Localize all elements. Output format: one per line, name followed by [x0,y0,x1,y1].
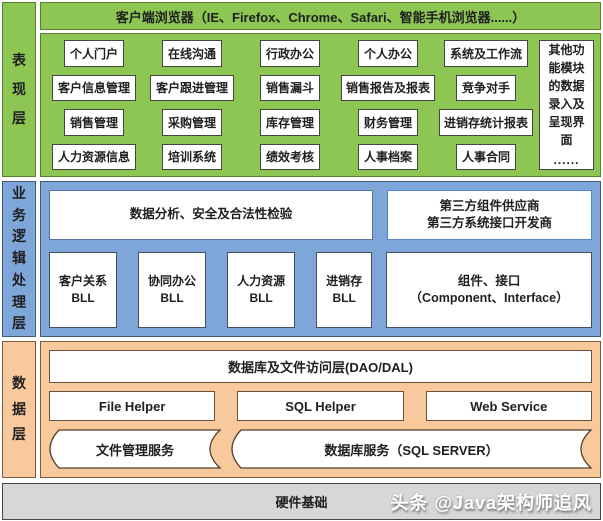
module-box: 绩效考核 [259,143,320,170]
sql-helper-box: SQL Helper [237,391,404,421]
dao-dal-bar: 数据库及文件访问层(DAO/DAL) [49,350,592,383]
module-box: 个人办公 [357,40,418,67]
module-box: 采购管理 [161,109,222,136]
module-box: 行政办公 [259,40,320,67]
data-validation-box: 数据分析、安全及合法性检验 [49,190,373,240]
data-layer-main: 数据库及文件访问层(DAO/DAL) File Helper SQL Helpe… [40,341,601,478]
bll-box: 人力资源 BLL [227,252,296,328]
component-line2: （Component、Interface） [409,291,569,305]
module-box: 人事档案 [357,143,418,170]
presentation-modules-panel: 个人门户 在线沟通 行政办公 个人办公 系统及工作流 客户信息管理 客户跟进管理… [40,33,601,177]
stored-data-shape-outline [231,429,593,469]
hardware-base-label: 硬件基础 [275,495,328,510]
file-service-label: 文件管理服务 [95,442,174,458]
module-box: 培训系统 [161,143,222,170]
module-box: 销售漏斗 [259,74,320,101]
module-box: 进销存统计报表 [439,109,533,136]
module-box: 竞争对手 [455,74,516,101]
module-box: 个人门户 [63,40,124,67]
db-service-stored-data-shape: 数据库服务（SQL SERVER） [231,429,593,469]
bll-box: 进销存 BLL [316,252,373,328]
watermark: 头条 @Java架构师追风 [390,492,592,513]
data-layer-panel: 数据库及文件访问层(DAO/DAL) File Helper SQL Helpe… [40,341,601,478]
other-modules-ellipsis: ...... [553,153,580,167]
module-box: 销售管理 [63,109,124,136]
stored-data-shape-outline [49,429,222,469]
third-party-line2: 第三方系统接口开发商 [426,216,552,230]
module-box: 库存管理 [259,109,320,136]
module-box: 客户跟进管理 [149,74,234,101]
module-box: 客户信息管理 [51,74,136,101]
business-logic-panel: 数据分析、安全及合法性检验 第三方组件供应商 第三方系统接口开发商 客户关系 B… [40,181,601,337]
module-box: 人事合同 [455,143,516,170]
client-browser-text: 客户端浏览器（IE、Firefox、Chrome、Safari、智能手机浏览器.… [115,9,526,25]
business-logic-main: 数据分析、安全及合法性检验 第三方组件供应商 第三方系统接口开发商 客户关系 B… [40,181,601,337]
data-layer-label: 数据层 [2,341,36,478]
bll-group: 客户关系 BLL 协同办公 BLL 人力资源 BLL 进销存 [49,252,373,328]
presentation-layer: 表现层 客户端浏览器（IE、Firefox、Chrome、Safari、智能手机… [2,2,601,177]
presentation-layer-main: 客户端浏览器（IE、Firefox、Chrome、Safari、智能手机浏览器.… [40,2,601,177]
file-service-stored-data-shape: 文件管理服务 [49,429,222,469]
file-helper-box: File Helper [49,391,216,421]
module-box: 销售报告及报表 [341,74,435,101]
module-box: 财务管理 [357,109,418,136]
module-grid: 个人门户 在线沟通 行政办公 个人办公 系统及工作流 客户信息管理 客户跟进管理… [47,40,533,170]
third-party-box: 第三方组件供应商 第三方系统接口开发商 [386,190,592,240]
data-layer: 数据层 数据库及文件访问层(DAO/DAL) File Helper SQL H… [2,341,601,478]
other-modules-box: 其他功能模块的数据录入及呈现界面 ...... [539,40,594,170]
bll-box: 客户关系 BLL [49,252,118,328]
component-line1: 组件、接口 [457,273,521,288]
presentation-layer-label: 表现层 [2,2,36,177]
business-logic-layer: 业务逻辑处理层 数据分析、安全及合法性检验 第三方组件供应商 第三方系统接口开发… [2,181,601,337]
module-box: 人力资源信息 [51,143,136,170]
web-service-box: Web Service [425,391,592,421]
business-logic-layer-label: 业务逻辑处理层 [2,181,36,337]
third-party-line1: 第三方组件供应商 [439,198,540,213]
db-service-label: 数据库服务（SQL SERVER） [324,442,499,458]
component-interface-box: 组件、接口 （Component、Interface） [386,252,592,328]
other-modules-text: 其他功能模块的数据录入及呈现界面 [548,43,585,147]
bll-box: 协同办公 BLL [138,252,207,328]
client-browser-bar: 客户端浏览器（IE、Firefox、Chrome、Safari、智能手机浏览器.… [40,2,601,30]
hardware-base-bar: 硬件基础 头条 @Java架构师追风 [2,483,601,520]
module-box: 系统及工作流 [443,40,528,67]
module-box: 在线沟通 [161,40,222,67]
